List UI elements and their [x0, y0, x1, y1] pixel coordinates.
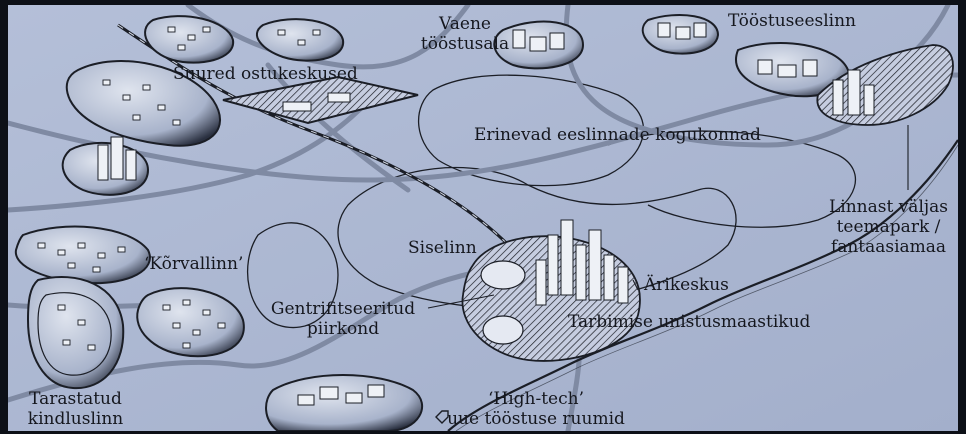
diagram-frame: Suured ostukeskused Vaene tööstusala Töö… [8, 5, 958, 431]
label-line: tööstusala [410, 34, 520, 54]
label-line: uue tööstuse ruumid [446, 409, 626, 429]
label-suburban-communities: Erinevad eeslinnade kogukonnad [474, 125, 761, 145]
urban-map-illustration [8, 5, 958, 431]
label-line: ‘High-tech’ [446, 389, 626, 409]
label-line: fantaasiamaa [826, 237, 951, 257]
label-high-tech-spaces: ‘High-tech’ uue tööstuse ruumid [446, 389, 626, 429]
label-edge-city: ‘Kõrvallinn’ [144, 254, 243, 274]
label-theme-park: Linnast väljas teemapark / fantaasiamaa [826, 197, 951, 257]
label-business-center: Ärikeskus [644, 275, 729, 295]
label-line: Vaene [410, 14, 520, 34]
label-line: Gentrifitseeritud [258, 299, 428, 319]
label-gated-fortress-city: Tarastatud kindluslinn [23, 389, 128, 429]
label-line: Linnast väljas [826, 197, 951, 217]
label-shopping-centers: Suured ostukeskused [173, 64, 358, 84]
label-line: piirkond [258, 319, 428, 339]
label-line: Tarastatud [23, 389, 128, 409]
label-industrial-suburb: Tööstuseeslinn [728, 11, 856, 31]
label-gentrified-area: Gentrifitseeritud piirkond [258, 299, 428, 339]
label-line: teemapark / [826, 217, 951, 237]
label-poor-industrial: Vaene tööstusala [410, 14, 520, 54]
label-consumption-landscapes: Tarbimise unistusmaastikud [568, 312, 810, 332]
label-line: kindluslinn [23, 409, 128, 429]
label-inner-city: Siselinn [408, 238, 477, 258]
